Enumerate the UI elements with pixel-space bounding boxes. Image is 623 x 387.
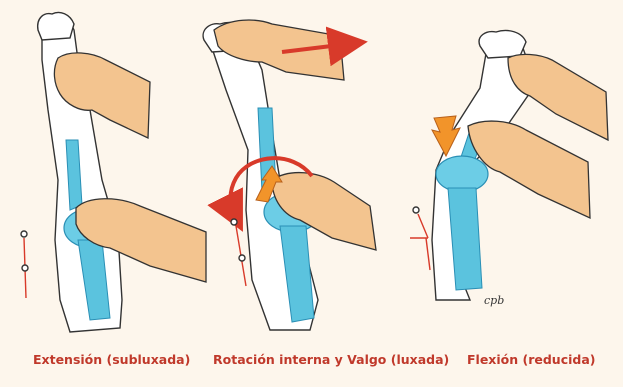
joint-symbol-icon — [410, 207, 430, 270]
joint-symbol-icon — [21, 231, 28, 298]
caption-rotation-valgus: Rotación interna y Valgo (luxada) — [213, 352, 449, 367]
panel-rotation-valgus — [203, 20, 376, 330]
panel-flexion — [410, 30, 608, 300]
artist-signature: cpb — [484, 294, 504, 307]
caption-flexion: Flexión (reducida) — [467, 352, 595, 367]
foot-icon — [479, 30, 526, 58]
knee-joint — [436, 156, 488, 192]
foot-icon — [38, 12, 74, 40]
joint-symbol-icon — [231, 219, 246, 286]
panel-extension — [21, 12, 206, 332]
caption-extension: Extensión (subluxada) — [33, 352, 190, 367]
